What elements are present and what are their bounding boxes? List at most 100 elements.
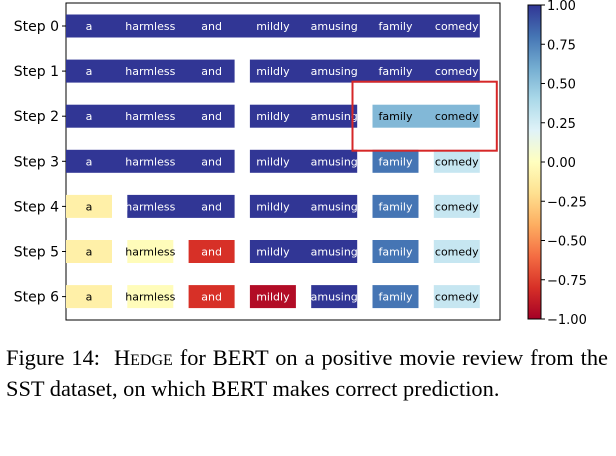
token-cell	[66, 104, 235, 128]
step-label: Step 6	[14, 290, 59, 306]
colorbar-tick-label: −1.00	[547, 313, 587, 328]
colorbar-tick-label: −0.25	[547, 195, 587, 210]
token-label: mildly	[256, 200, 290, 213]
heatmap-rows: a harmless and mildly amusing family comedy a ha…	[66, 14, 480, 309]
token-label: harmless	[125, 110, 175, 123]
token-label: a	[86, 110, 93, 123]
token-label: mildly	[256, 155, 290, 168]
token-label: amusing	[311, 110, 358, 123]
token-cell	[127, 194, 235, 218]
caption-text: for BERT on a positive movie review from…	[6, 345, 608, 401]
token-label: a	[86, 246, 93, 259]
token-label: family	[379, 110, 413, 123]
token-cell	[66, 149, 235, 173]
token-label: amusing	[311, 65, 358, 78]
token-label: mildly	[256, 65, 290, 78]
token-cell	[66, 59, 235, 83]
token-cell	[249, 104, 358, 128]
token-cell	[66, 14, 480, 38]
token-cell	[249, 59, 480, 83]
colorbar-tick-label: 0.75	[547, 38, 576, 53]
step-label: Step 2	[14, 109, 59, 125]
token-label: and	[201, 155, 222, 168]
token-cell	[433, 149, 480, 173]
token-label: comedy	[435, 291, 479, 304]
step-labels: Step 0 Step 1 Step 2 Step 3 Step 4 Step 5 Step…	[14, 19, 66, 306]
token-cell	[249, 194, 358, 218]
token-label: and	[201, 65, 222, 78]
colorbar-tick-label: −0.50	[547, 235, 587, 250]
step-label: Step 3	[14, 154, 59, 170]
token-label: and	[201, 20, 222, 33]
token-label: mildly	[256, 246, 290, 259]
token-label: family	[379, 65, 413, 78]
token-label: comedy	[435, 20, 479, 33]
heatmap-row: a harmless and mildly amusing family comedy	[66, 104, 480, 128]
step-label: Step 1	[14, 64, 59, 80]
token-label: amusing	[311, 155, 358, 168]
token-label: family	[379, 20, 413, 33]
token-cell	[311, 285, 358, 309]
token-label: comedy	[435, 65, 479, 78]
token-label: harmless	[125, 246, 175, 259]
token-label: harmless	[125, 20, 175, 33]
caption-method-name: Hedge	[113, 345, 173, 370]
colorbar	[527, 4, 542, 320]
token-cell	[66, 240, 112, 263]
colorbar-tick-label: 0.25	[547, 117, 576, 132]
token-label: a	[86, 155, 93, 168]
token-cell	[249, 149, 358, 173]
token-cell	[372, 149, 419, 173]
token-label: family	[379, 200, 413, 213]
token-cell	[127, 285, 174, 309]
highlight-box	[351, 80, 498, 152]
token-label: a	[86, 65, 93, 78]
step-label: Step 4	[14, 199, 59, 215]
colorbar-ticks: 1.000.750.500.250.00−0.25−0.50−0.75−1.00	[541, 0, 587, 328]
step-label: Step 0	[14, 19, 59, 35]
token-label: comedy	[435, 155, 479, 168]
token-cell	[372, 104, 480, 128]
token-label: harmless	[125, 155, 175, 168]
heatmap-row: a harmless and mildly amusing family comedy	[66, 59, 480, 83]
token-cell	[188, 240, 235, 263]
token-label: harmless	[125, 65, 175, 78]
token-label: amusing	[311, 246, 358, 259]
token-cell	[433, 194, 480, 218]
token-cell	[372, 240, 419, 263]
token-label: a	[86, 200, 93, 213]
token-label: mildly	[256, 291, 290, 304]
token-label: harmless	[125, 200, 175, 213]
token-label: and	[201, 110, 222, 123]
token-label: comedy	[435, 246, 479, 259]
token-label: and	[201, 246, 222, 259]
token-cell	[433, 240, 480, 263]
token-cell	[66, 194, 112, 218]
token-cell	[127, 240, 174, 263]
colorbar-tick-label: 0.50	[547, 78, 576, 93]
token-label: amusing	[311, 20, 358, 33]
heatmap-row: a harmless and mildly amusing family comedy	[66, 149, 480, 173]
token-cell	[188, 285, 235, 309]
token-cell	[66, 285, 112, 309]
token-cell	[372, 285, 419, 309]
token-label: and	[201, 291, 222, 304]
token-label: family	[379, 155, 413, 168]
step-label: Step 5	[14, 245, 59, 261]
token-label: amusing	[311, 200, 358, 213]
heatmap-row: a harmless and mildly amusing family comedy	[66, 240, 480, 263]
caption-lead: Figure 14:	[6, 345, 101, 370]
token-label: a	[86, 291, 93, 304]
colorbar-tick-label: 1.00	[547, 0, 576, 14]
token-label: mildly	[256, 110, 290, 123]
token-label: and	[201, 200, 222, 213]
token-label: comedy	[435, 110, 479, 123]
colorbar-tick-label: 0.00	[547, 156, 576, 171]
token-label: family	[379, 246, 413, 259]
token-label: amusing	[311, 291, 358, 304]
token-cell	[372, 194, 419, 218]
token-label: family	[379, 291, 413, 304]
